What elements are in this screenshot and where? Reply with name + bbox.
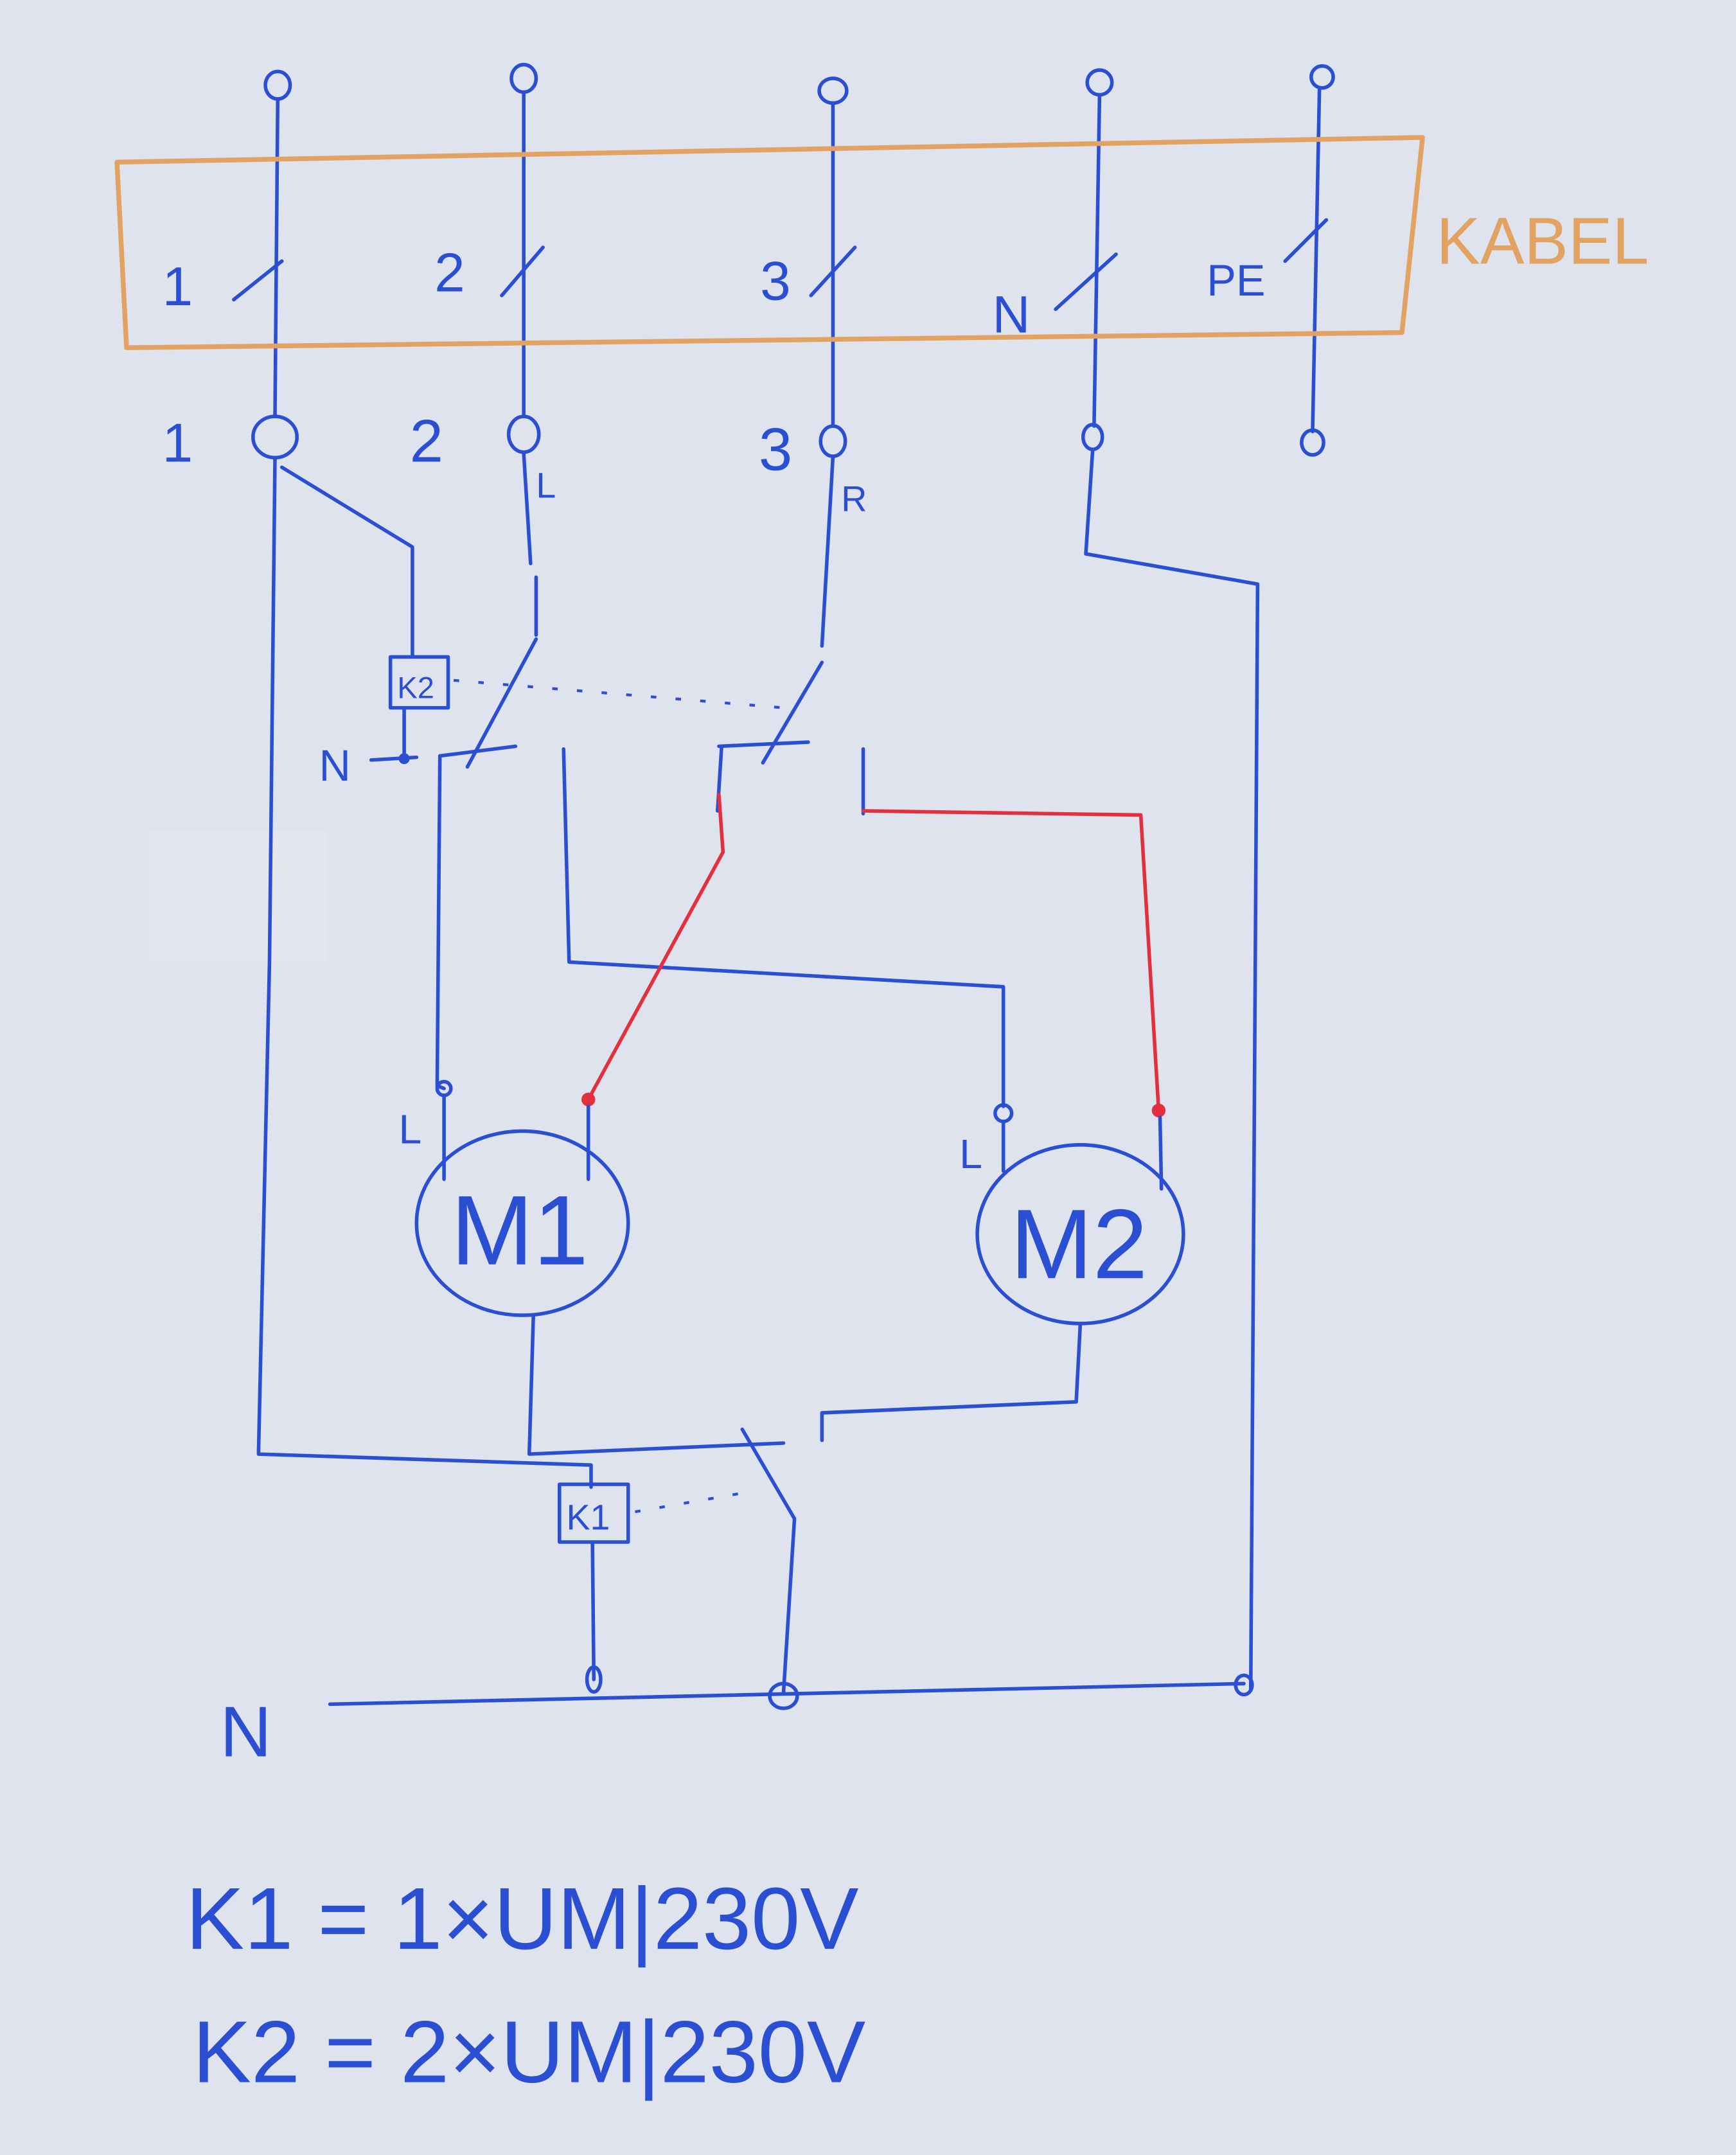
cable-wire-pe: PE	[1207, 256, 1265, 305]
k1-switch	[740, 1427, 797, 1696]
terminal-label-3: 3	[759, 416, 792, 483]
motor-m1-label: M1	[451, 1175, 589, 1286]
motor-m2-l-label: L	[959, 1131, 982, 1177]
wire-k2-neutral	[369, 707, 419, 762]
m1-leads	[442, 1094, 590, 1182]
cable-wire-1: 1	[163, 256, 193, 317]
wire-phase-2	[522, 452, 538, 637]
wire-phase-3	[820, 454, 835, 648]
relay-k2-neutral-label: N	[319, 741, 350, 790]
m1-terminal-r	[581, 1092, 596, 1106]
cable-wire-2: 2	[434, 242, 465, 303]
wire-phase-1	[256, 456, 593, 1489]
cable-wire-n: N	[993, 286, 1031, 344]
relay-k1-label: K1	[566, 1498, 610, 1538]
bus-node-2	[768, 1681, 799, 1710]
k2-switch-blade-2	[761, 661, 824, 765]
m2-leads	[1001, 1115, 1164, 1191]
wire-to-m2-l	[562, 747, 1005, 1108]
wire-k2-coil-feed	[279, 465, 414, 659]
relay-k2-coil	[388, 655, 450, 710]
cable-outline	[114, 135, 1425, 350]
k1-coil-neutral	[590, 1540, 596, 1681]
neutral-bus-label: N	[220, 1692, 271, 1772]
m2-terminal-r	[1151, 1103, 1166, 1118]
m2-return	[820, 1322, 1083, 1442]
wire-neutral	[1084, 447, 1260, 1692]
k2-neutral-dot	[398, 753, 410, 765]
k2-contact-2-nc	[717, 740, 810, 749]
legend-k2: K2 = 2×UM|230V	[193, 2003, 866, 2102]
top-terminals	[263, 62, 1335, 105]
motor-m1	[414, 1129, 630, 1317]
wire-to-m1-l	[435, 754, 446, 1090]
relay-k2-label: K2	[397, 671, 434, 705]
legend-k1: K1 = 1×UM|230V	[186, 1870, 859, 1968]
bus-node-3	[1234, 1673, 1254, 1697]
k1-mechanical-link	[635, 1489, 754, 1514]
output-label-l: L	[536, 465, 556, 505]
cable-conductors	[232, 86, 1329, 434]
paper-smudge	[148, 831, 328, 962]
motor-m2-label: M2	[1010, 1189, 1147, 1299]
output-label-r: R	[841, 479, 867, 519]
m1-return	[527, 1315, 786, 1456]
red-wire-m1	[586, 792, 725, 1102]
motor-m1-l-label: L	[399, 1106, 422, 1153]
red-wire-m2	[861, 809, 1161, 1113]
k2-switch-blade-1	[465, 637, 538, 769]
cable-wire-3: 3	[760, 251, 791, 312]
terminal-label-2: 2	[410, 407, 443, 475]
bus-node-1	[585, 1665, 603, 1694]
neutral-bus	[328, 1681, 1246, 1707]
cable-label: KABEL	[1436, 204, 1649, 278]
terminal-label-1: 1	[163, 413, 193, 474]
k2-contact-1-nc	[438, 744, 518, 758]
